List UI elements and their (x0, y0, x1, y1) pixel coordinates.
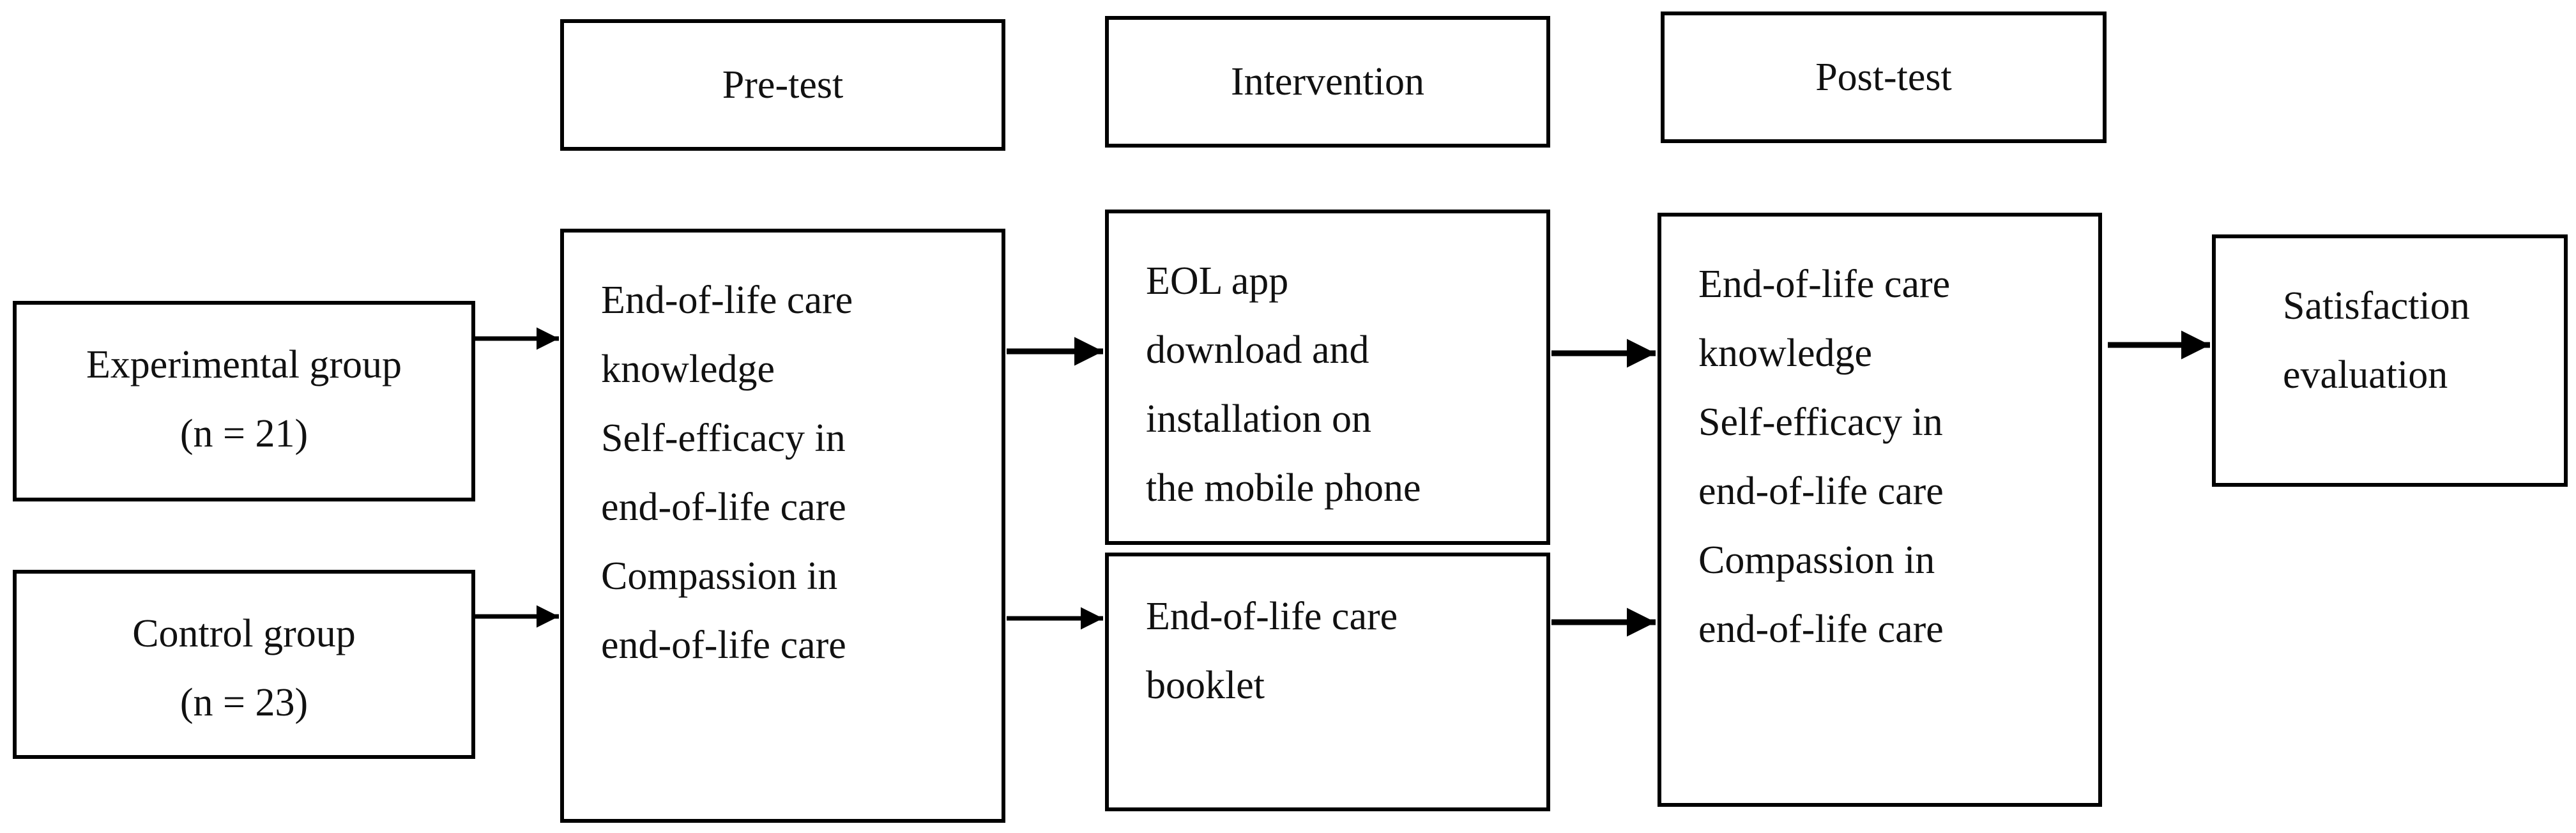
posttest-measure-line: end-of-life care (1698, 470, 1944, 513)
posttest-measures-box: End-of-life care knowledge Self-efficacy… (1658, 213, 2102, 807)
control-intervention-line: booklet (1146, 664, 1265, 707)
intervention-header-box: Intervention (1105, 16, 1550, 148)
pretest-header-box: Pre-test (560, 19, 1005, 151)
satisfaction-line: Satisfaction (2283, 284, 2470, 328)
pretest-measure-line: Compassion in (601, 554, 838, 598)
intervention-header-label: Intervention (1230, 60, 1424, 103)
posttest-measure-line: knowledge (1698, 332, 1873, 375)
satisfaction-box: Satisfaction evaluation (2212, 234, 2568, 487)
experimental-intervention-line: the mobile phone (1146, 466, 1421, 510)
control-group-label: Control group (132, 612, 356, 655)
experimental-group-box: Experimental group (n = 21) (13, 301, 475, 501)
posttest-measure-line: end-of-life care (1698, 608, 1944, 651)
experimental-intervention-line: installation on (1146, 397, 1372, 441)
posttest-measure-line: End-of-life care (1698, 263, 1951, 306)
posttest-measure-line: Compassion in (1698, 539, 1935, 582)
control-group-box: Control group (n = 23) (13, 570, 475, 759)
pretest-measure-line: end-of-life care (601, 485, 846, 529)
control-intervention-line: End-of-life care (1146, 595, 1398, 638)
pretest-header-label: Pre-test (722, 63, 844, 107)
pretest-measures-box: End-of-life care knowledge Self-efficacy… (560, 229, 1005, 823)
pretest-measure-line: knowledge (601, 348, 775, 391)
pretest-measure-line: End-of-life care (601, 279, 853, 322)
posttest-header-box: Post-test (1661, 11, 2107, 143)
experimental-group-n: (n = 21) (179, 412, 309, 455)
experimental-group-label: Experimental group (86, 343, 402, 386)
pretest-measure-line: end-of-life care (601, 623, 846, 667)
satisfaction-line: evaluation (2283, 353, 2448, 397)
experimental-intervention-line: EOL app (1146, 259, 1289, 303)
control-intervention-box: End-of-life care booklet (1105, 553, 1550, 811)
experimental-intervention-line: download and (1146, 328, 1369, 372)
experimental-intervention-box: EOL app download and installation on the… (1105, 210, 1550, 545)
pretest-measure-line: Self-efficacy in (601, 416, 846, 460)
control-group-n: (n = 23) (179, 681, 309, 724)
posttest-header-label: Post-test (1815, 56, 1952, 99)
posttest-measure-line: Self-efficacy in (1698, 401, 1943, 444)
